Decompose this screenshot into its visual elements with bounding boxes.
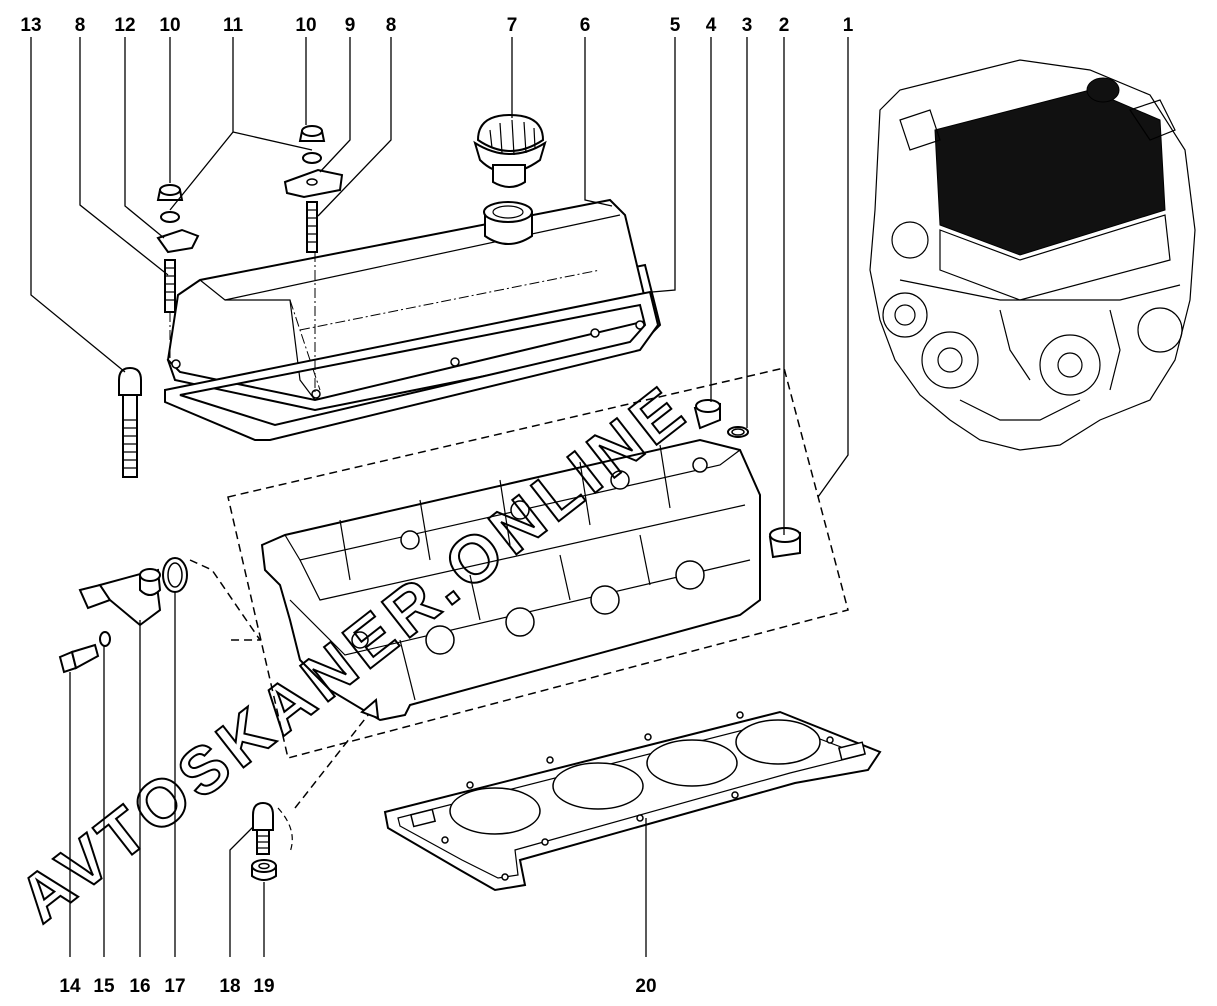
- stud-right: [306, 201, 318, 253]
- callout-11: 11: [223, 15, 244, 36]
- callout-20: 20: [635, 976, 656, 997]
- callout-10-right: 10: [295, 15, 316, 36]
- camshaft-sensor: [78, 568, 162, 627]
- valve-cover-gasket: [164, 290, 660, 441]
- callout-16: 16: [129, 976, 150, 997]
- washer-left: [160, 211, 180, 223]
- callout-8-left: 8: [75, 15, 86, 36]
- valve-cover-highlight: [934, 89, 1166, 256]
- long-bolt: [118, 366, 142, 478]
- oil-filler-cap: [473, 113, 547, 188]
- callout-1: 1: [843, 15, 854, 36]
- callout-15: 15: [93, 976, 115, 997]
- callout-14: 14: [59, 976, 81, 997]
- cylinder-head: [260, 438, 761, 722]
- filler-cap-dark: [1086, 77, 1120, 103]
- callout-19: 19: [253, 976, 274, 997]
- callout-8-right: 8: [386, 15, 397, 36]
- callout-10-left: 10: [159, 15, 180, 36]
- callout-labels: 13 8 12 10 11 10 9 8 7 6 5 4 3 2 1 14 15…: [20, 15, 853, 997]
- leader-lines: [30, 37, 849, 957]
- callout-6: 6: [580, 15, 591, 36]
- callout-2: 2: [779, 15, 790, 36]
- callout-5: 5: [670, 15, 681, 36]
- camshaft-housing-envelope: [227, 367, 849, 759]
- callout-7: 7: [507, 15, 518, 36]
- callout-4: 4: [706, 15, 717, 36]
- stud-left: [164, 259, 176, 313]
- bolt-14: [58, 643, 100, 674]
- callout-17: 17: [164, 976, 185, 997]
- washer-right: [302, 152, 322, 164]
- callout-12: 12: [114, 15, 135, 36]
- washer-15: [99, 631, 111, 647]
- callout-13: 13: [20, 15, 41, 36]
- callout-18: 18: [219, 976, 240, 997]
- callout-3: 3: [742, 15, 753, 36]
- bolt-18: [252, 801, 274, 855]
- callout-9: 9: [345, 15, 356, 36]
- head-gasket: [383, 710, 882, 892]
- plate-left: [156, 228, 200, 254]
- engine-assembly-thumbnail: [869, 59, 1196, 451]
